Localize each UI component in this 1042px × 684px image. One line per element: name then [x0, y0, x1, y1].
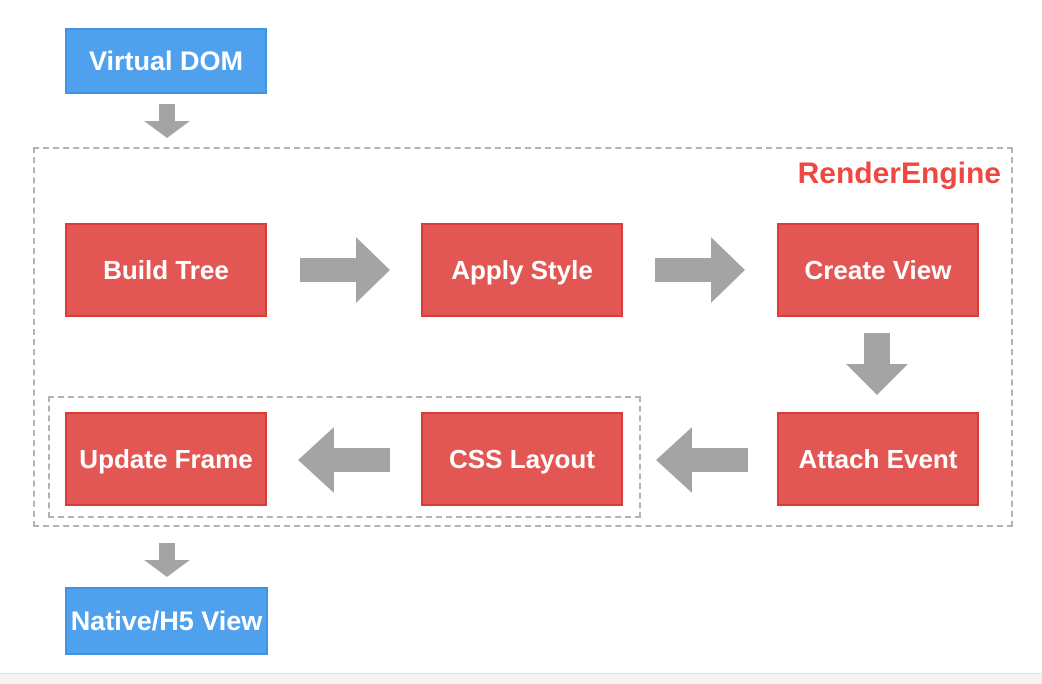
- node-apply-style: Apply Style: [421, 223, 623, 317]
- node-css-layout-label: CSS Layout: [449, 443, 595, 474]
- page-background-strip: [0, 673, 1042, 684]
- arrow-down-icon: [144, 104, 190, 138]
- node-create-view: Create View: [777, 223, 979, 317]
- node-virtual-dom-label: Virtual DOM: [88, 45, 244, 76]
- node-native-h5-view: Native/H5 View: [65, 587, 268, 655]
- render-engine-title: RenderEngine: [797, 157, 1001, 190]
- node-create-view-label: Create View: [804, 254, 952, 285]
- node-update-frame: Update Frame: [65, 412, 267, 506]
- node-virtual-dom: Virtual DOM: [65, 28, 267, 94]
- node-apply-style-label: Apply Style: [451, 254, 593, 285]
- node-native-h5-view-label: Native/H5 View: [70, 605, 263, 636]
- node-attach-event-label: Attach Event: [798, 443, 958, 474]
- arrow-down-icon: [144, 543, 190, 577]
- node-css-layout: CSS Layout: [421, 412, 623, 506]
- node-attach-event: Attach Event: [777, 412, 979, 506]
- node-build-tree: Build Tree: [65, 223, 267, 317]
- node-build-tree-label: Build Tree: [103, 254, 229, 285]
- render-engine-group: RenderEngine: [33, 147, 1013, 527]
- node-update-frame-label: Update Frame: [79, 443, 253, 474]
- layout-group: [48, 396, 641, 518]
